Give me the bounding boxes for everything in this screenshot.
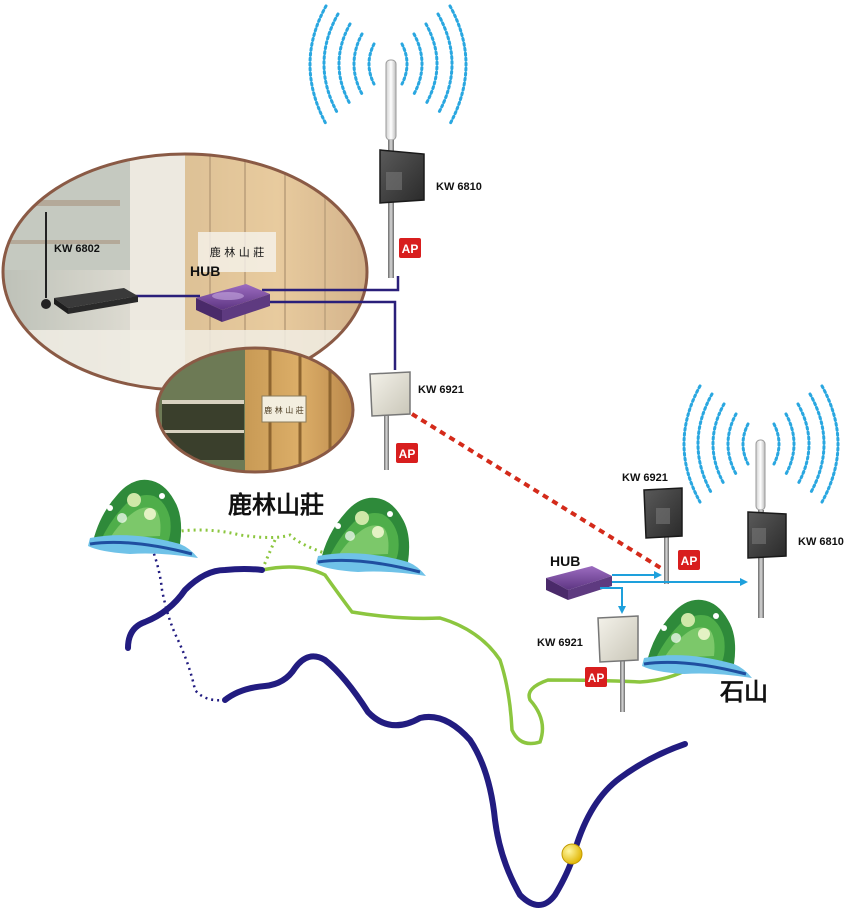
ap-badge: AP — [678, 550, 700, 570]
lodge-photo-large: 鹿 林 山 莊 — [1, 152, 369, 392]
label-kw6921-mid: KW 6921 — [418, 384, 464, 396]
cable-lines — [130, 276, 400, 370]
dark-panel-antenna-icon — [379, 149, 425, 204]
hub-icon — [546, 566, 612, 600]
tower-right-bottom-kw6921 — [597, 615, 639, 712]
ap-badge: AP — [585, 667, 607, 687]
wireless-link-dashed — [410, 412, 666, 572]
omni-antenna-icon — [755, 439, 766, 511]
svg-text:AP: AP — [588, 671, 605, 685]
svg-text:鹿 林 山 莊: 鹿 林 山 莊 — [264, 405, 304, 415]
ap-badge: AP — [399, 238, 421, 258]
trail-green-dotted — [157, 528, 331, 571]
router-kw6802 — [41, 212, 138, 314]
light-panel-antenna-icon — [369, 371, 411, 417]
label-hub-right: HUB — [550, 553, 580, 569]
label-kw6802: KW 6802 — [54, 243, 100, 255]
label-kw6810-right: KW 6810 — [798, 536, 844, 548]
trail-green — [260, 565, 692, 746]
tower-top — [379, 59, 425, 278]
svg-text:AP: AP — [399, 447, 416, 461]
ap-badge: AP — [396, 443, 418, 463]
place-shishan: 石山 — [719, 678, 768, 706]
location-marker — [561, 843, 583, 865]
trail-blue — [125, 566, 688, 908]
lodge-photo-small: 鹿 林 山 莊 — [155, 346, 355, 474]
tower-mid — [369, 371, 411, 470]
omni-antenna-icon — [385, 59, 397, 141]
dark-panel-antenna-icon — [643, 487, 683, 539]
svg-text:AP: AP — [402, 242, 419, 256]
svg-text:AP: AP — [681, 554, 698, 568]
signal-waves-top — [308, 4, 468, 126]
lodge-sign-text: 鹿 林 山 莊 — [210, 245, 265, 259]
signal-waves-right — [682, 384, 840, 504]
mountain-icon — [86, 478, 200, 560]
label-kw6810-top: KW 6810 — [436, 181, 482, 193]
light-panel-antenna-icon — [597, 615, 639, 663]
hub-icon — [196, 284, 270, 322]
mountain-icon — [314, 496, 428, 578]
arrows — [600, 571, 748, 614]
tower-right-kw6810 — [747, 439, 787, 618]
dark-panel-antenna-icon — [747, 511, 787, 559]
place-lulin: 鹿林山莊 — [228, 491, 324, 519]
label-kw6921-right-bottom: KW 6921 — [537, 637, 583, 649]
label-kw6921-right-top: KW 6921 — [622, 472, 668, 484]
trail-blue-dotted — [150, 547, 226, 702]
tower-right-kw6921 — [643, 487, 683, 584]
label-hub-left: HUB — [190, 263, 220, 279]
mountain-icon — [640, 598, 754, 680]
